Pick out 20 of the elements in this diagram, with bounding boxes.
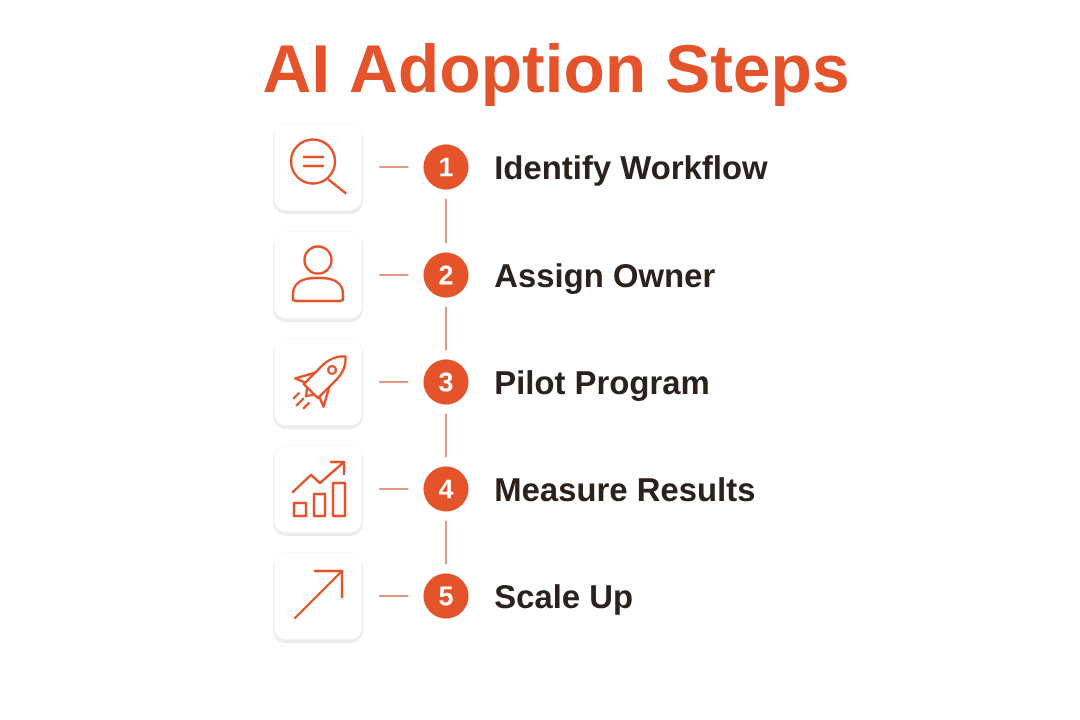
rocket-icon [273, 338, 363, 429]
connector-line [378, 166, 409, 168]
connector-line [378, 488, 409, 490]
connector-line [445, 520, 447, 565]
step-label: Measure Results [496, 477, 755, 502]
step-label: Pilot Program [496, 370, 708, 401]
connector-line [445, 198, 447, 244]
connector-line [445, 306, 447, 351]
title: AI Adoption Steps [264, 42, 847, 107]
step-label: Scale Up [495, 584, 632, 615]
connector-line [445, 413, 447, 458]
person-icon [273, 231, 363, 322]
connector-line [378, 381, 409, 383]
bar-chart-icon [273, 445, 363, 536]
step-label: Identify Workflow [496, 155, 768, 186]
connector-line [378, 274, 409, 276]
connector-line [378, 595, 409, 597]
diagonal-arrow-icon [273, 552, 363, 643]
magnifier-icon [273, 123, 363, 214]
step-label: Assign Owner [495, 263, 715, 294]
